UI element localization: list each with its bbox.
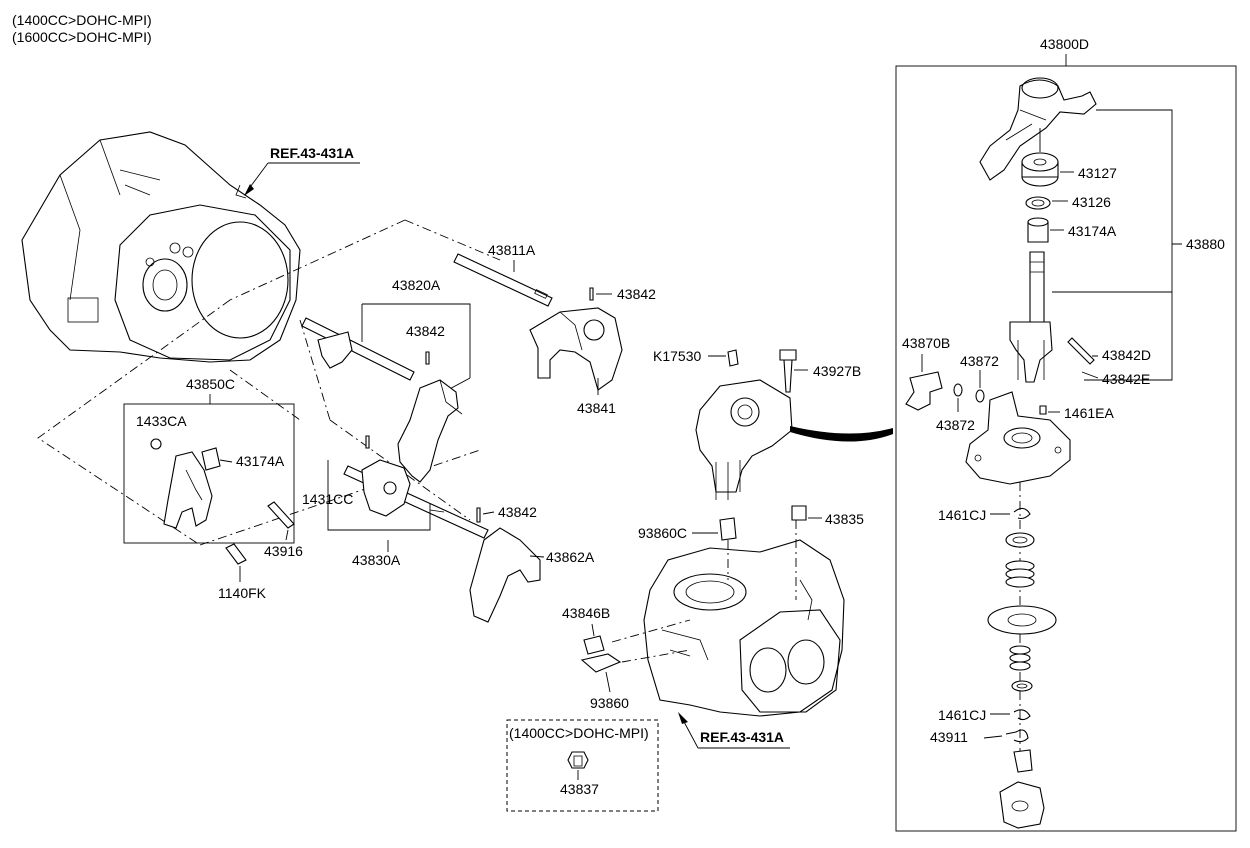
label-43880: 43880 <box>1186 236 1225 252</box>
label-43842-mid: 43842 <box>406 323 445 339</box>
shift-rail-43830a <box>343 459 489 539</box>
label-1461cj-lower: 1461CJ <box>938 707 986 723</box>
pin-43842d <box>1067 337 1095 365</box>
pin-1431cc <box>365 435 370 449</box>
label-43800d: 43800D <box>1040 36 1089 52</box>
pin-1461ea <box>1039 405 1047 415</box>
label-1461cj-upper: 1461CJ <box>938 507 986 523</box>
clip-1461cj-upper <box>1013 507 1031 520</box>
spring-lower <box>1009 645 1031 671</box>
label-43862a: 43862A <box>546 549 595 565</box>
seal-43126 <box>1025 196 1051 210</box>
label-43837: 43837 <box>560 781 599 797</box>
plug-43846b <box>583 635 605 655</box>
label-43872-top: 43872 <box>960 353 999 369</box>
plug-43837 <box>567 751 589 769</box>
ref-label-lower: REF.43-431A <box>700 729 784 745</box>
label-43842-top: 43842 <box>617 286 656 302</box>
assembly-pointer <box>790 426 893 442</box>
bottom-bracket <box>999 781 1045 829</box>
shift-lug-43841 <box>529 307 623 391</box>
label-43872-bottom: 43872 <box>936 417 975 433</box>
label-1461ea: 1461EA <box>1064 405 1114 421</box>
label-43174a-right: 43174A <box>1068 223 1117 239</box>
label-43842d: 43842D <box>1102 347 1151 363</box>
label-43127: 43127 <box>1078 165 1117 181</box>
label-1140fk: 1140FK <box>218 585 267 601</box>
option-box-title: (1400CC>DOHC-MPI) <box>509 725 649 741</box>
label-1433ca: 1433CA <box>136 413 187 429</box>
label-43850c: 43850C <box>186 376 235 392</box>
bolt-1140fk <box>225 543 247 565</box>
bushing-43127 <box>1021 152 1059 187</box>
label-93860c: 93860C <box>638 525 687 541</box>
sleeve-43174a-left <box>201 447 221 471</box>
shift-fork-43862a <box>469 527 541 623</box>
label-43916: 43916 <box>264 543 303 559</box>
kit-box-43850c <box>123 403 295 544</box>
label-43126: 43126 <box>1072 194 1111 210</box>
spring-upper <box>1005 560 1035 588</box>
option-box-1400cc <box>506 719 659 812</box>
bushing-1433ca <box>150 438 162 450</box>
plug-43835 <box>791 505 807 521</box>
bolt-43927b <box>779 349 797 393</box>
spring-seat-upper <box>1005 532 1035 548</box>
label-43811a: 43811A <box>488 242 536 258</box>
sensor-k17530 <box>727 349 739 367</box>
pin-43842-top <box>589 287 594 301</box>
label-43846b: 43846B <box>562 605 610 621</box>
engine-note-1400cc: (1400CC>DOHC-MPI) <box>12 12 152 28</box>
pin-43842-lower <box>476 507 481 523</box>
label-k17530: K17530 <box>653 348 701 364</box>
engine-note-1600cc: (1600CC>DOHC-MPI) <box>12 29 152 45</box>
label-43174a-left: 43174A <box>236 453 285 469</box>
shift-control-housing <box>695 379 793 500</box>
washer-43872-left <box>953 383 963 397</box>
shift-fork-43820a <box>397 379 463 483</box>
label-43842-lower: 43842 <box>498 504 537 520</box>
pin-43842-mid <box>425 351 430 365</box>
shift-shaft <box>1009 251 1053 383</box>
ref-label-upper: REF.43-431A <box>270 145 354 161</box>
switch-93860c <box>719 517 737 541</box>
label-93860: 93860 <box>590 695 629 711</box>
label-43911: 43911 <box>930 729 968 745</box>
bracket-43870b <box>905 371 943 411</box>
transmission-case-lower <box>643 539 845 717</box>
label-43842e: 43842E <box>1102 371 1150 387</box>
switch-93860 <box>580 653 622 673</box>
label-43830a: 43830A <box>352 552 401 568</box>
sleeve-43174a-right <box>1027 217 1049 243</box>
washer-43872-right <box>975 389 985 403</box>
shift-rail-43820a <box>301 317 415 381</box>
label-43870b: 43870B <box>902 335 950 351</box>
label-43835: 43835 <box>825 511 864 527</box>
label-43841: 43841 <box>577 400 616 416</box>
detent-lever <box>1013 749 1033 773</box>
disc-plate <box>987 605 1057 635</box>
spring-43911 <box>1005 729 1029 743</box>
shift-lever-top <box>979 77 1097 181</box>
shift-rail-43811a <box>453 253 553 307</box>
bolt-43916 <box>267 501 295 529</box>
assembly-box-43800d <box>895 65 1237 832</box>
label-43820a: 43820A <box>392 277 441 293</box>
transmission-case-upper <box>21 131 301 363</box>
label-43927b: 43927B <box>813 363 861 379</box>
shift-lever-43850c <box>163 451 213 529</box>
clip-1461cj-lower <box>1013 709 1031 721</box>
spring-seat-lower <box>1011 680 1033 692</box>
shift-cover-plate <box>965 391 1071 485</box>
